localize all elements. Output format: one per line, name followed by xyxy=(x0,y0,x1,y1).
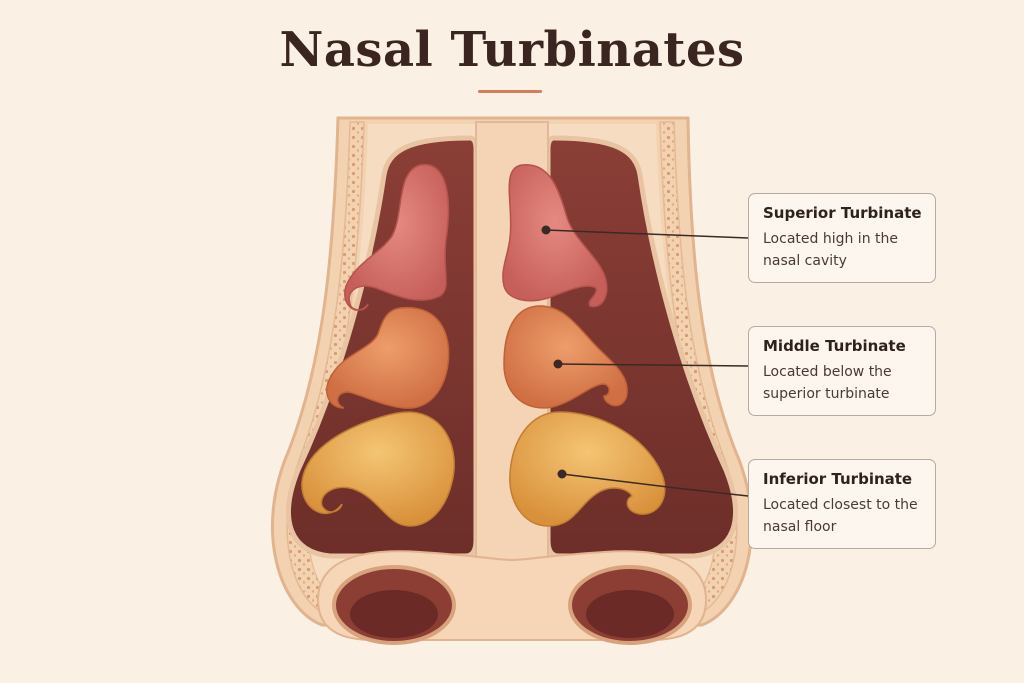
page-title: Nasal Turbinates xyxy=(279,22,745,78)
left-superior-turbinate xyxy=(344,163,450,311)
label-description: Located closest to the nasal floor xyxy=(763,497,918,535)
left-inferior-turbinate xyxy=(301,411,455,527)
leader-line-superior xyxy=(545,229,749,239)
label-description: Located below the superior turbinate xyxy=(763,364,892,402)
label-title: Superior Turbinate xyxy=(763,204,922,222)
marker-inferior xyxy=(557,469,567,479)
label-title: Inferior Turbinate xyxy=(763,470,913,488)
label-description: Located high in the nasal cavity xyxy=(763,231,898,269)
right-middle-turbinate xyxy=(503,305,628,409)
leader-line-inferior xyxy=(561,473,749,497)
label-title: Middle Turbinate xyxy=(763,337,906,355)
label-middle-turbinate: Middle Turbinate Located below the super… xyxy=(748,326,936,416)
left-middle-turbinate xyxy=(326,306,450,409)
leader-line-middle xyxy=(557,363,749,367)
title-underline xyxy=(478,90,542,93)
marker-middle xyxy=(553,359,563,369)
marker-superior xyxy=(541,225,551,235)
label-superior-turbinate: Superior Turbinate Located high in the n… xyxy=(748,193,936,283)
right-superior-turbinate xyxy=(502,164,608,308)
label-inferior-turbinate: Inferior Turbinate Located closest to th… xyxy=(748,459,936,549)
leader-lines xyxy=(545,229,749,497)
right-inferior-turbinate xyxy=(509,411,666,527)
